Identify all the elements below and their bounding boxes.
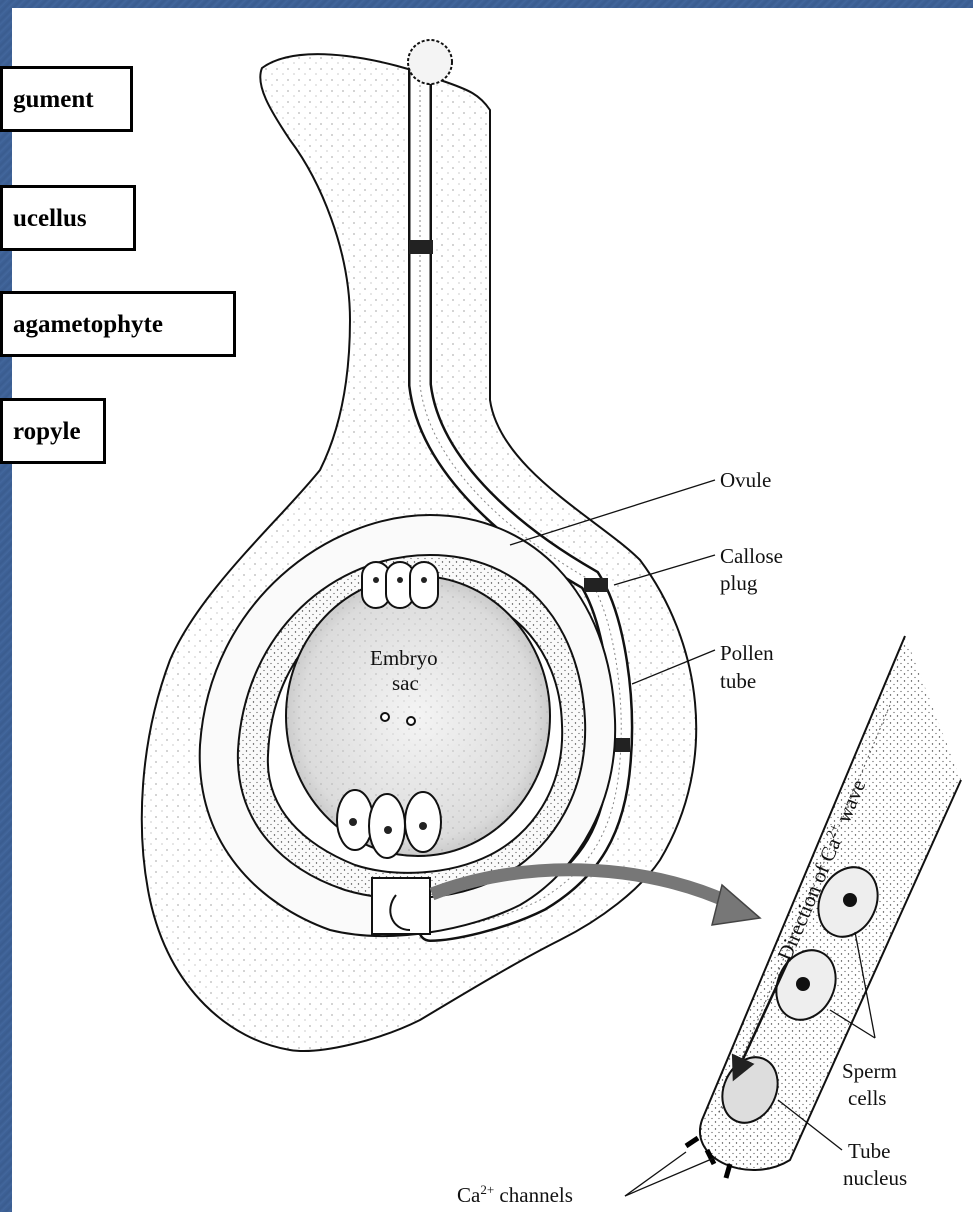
label-tube-1: Tube [848, 1139, 890, 1163]
label-callose-2: plug [720, 571, 758, 595]
label-ovule: Ovule [720, 468, 771, 492]
label-sperm-2: cells [848, 1086, 886, 1110]
label-tube-2: nucleus [843, 1166, 907, 1190]
callose-plug-2 [584, 578, 608, 592]
label-embryo-1: Embryo [370, 646, 438, 670]
polar-nucleus-2 [407, 717, 415, 725]
ca-channel-1 [686, 1138, 698, 1146]
label-ca-suffix: channels [494, 1183, 573, 1207]
label-ca-prefix: Ca [457, 1183, 481, 1207]
label-embryo-2: sac [392, 671, 419, 695]
label-pollen-2: tube [720, 669, 756, 693]
callose-plug-1 [409, 240, 433, 254]
label-pollen-1: Pollen [720, 641, 774, 665]
antipodal-cells [362, 562, 438, 608]
label-ca-channels: Ca2+ channels [457, 1182, 573, 1207]
label-callose-1: Callose [720, 544, 783, 568]
pollen-grain [408, 40, 452, 84]
ca-channel-3 [726, 1164, 730, 1178]
label-ca-sup: 2+ [480, 1182, 494, 1197]
label-sperm-1: Sperm [842, 1059, 897, 1083]
egg-apparatus [337, 790, 441, 858]
micropyle-box [372, 878, 430, 934]
polar-nucleus-1 [381, 713, 389, 721]
